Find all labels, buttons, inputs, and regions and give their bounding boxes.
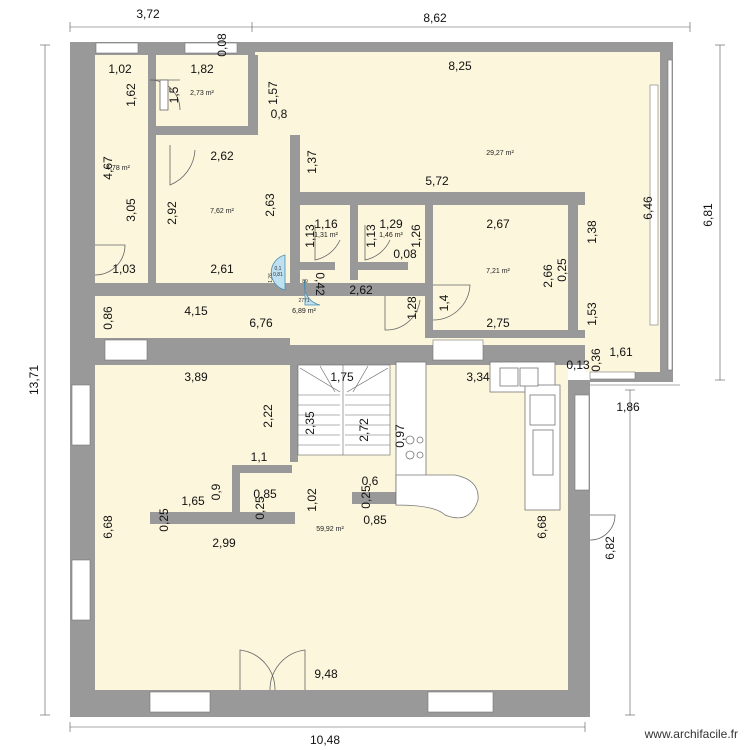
dim-label: 4,67 — [101, 156, 115, 180]
dim-label: 0,25 — [555, 258, 569, 282]
dim-label: 6,68 — [535, 515, 549, 539]
dim-label: 0,25 — [359, 485, 373, 509]
dim-label: 1,65 — [181, 494, 205, 508]
dim-label: 2,75 — [486, 316, 510, 330]
dim-label: 2,92 — [165, 201, 179, 225]
dim-label: 1,02 — [108, 62, 132, 76]
dim-label: 1,82 — [190, 62, 214, 76]
dim-label: 1,16 — [314, 217, 338, 231]
dim-label: 2,22 — [261, 404, 275, 428]
area-big-room: 29,27 m² — [486, 150, 514, 157]
dim-label: 1,4 — [437, 294, 451, 311]
dim-label: 1,57 — [266, 81, 280, 105]
dim-label: 1,61 — [609, 345, 633, 359]
dim-right-upper: 6,81 — [701, 203, 715, 227]
dim-label: 0,25 — [157, 508, 171, 532]
dimension-lines — [40, 22, 725, 732]
area-small-top-left: 2,73 m² — [190, 90, 214, 97]
dim-top-right: 8,62 — [423, 11, 447, 25]
dim-label: 6,46 — [641, 196, 655, 220]
dim-label: 1,1 — [251, 450, 268, 464]
dim-right-mid: 1,86 — [616, 400, 640, 414]
dim-label: 0,97 — [393, 424, 407, 448]
area-bedroom-small: 7,62 m² — [210, 208, 234, 215]
dim-label: 6,76 — [249, 316, 273, 330]
dim-label: 3,34 — [466, 370, 490, 384]
dim-label: 1,38 — [585, 220, 599, 244]
dim-label: 1,13 — [364, 224, 378, 248]
dim-label: 1,37 — [305, 150, 319, 174]
dim-label: 0,13 — [566, 358, 590, 372]
dim-label: 1,75 — [330, 370, 354, 384]
dim-label: 2,62 — [210, 149, 234, 163]
dim-label: 0,86 — [101, 306, 115, 330]
dim-label: 1,26 — [268, 273, 274, 283]
dim-label: 2,62 — [349, 283, 373, 297]
dim-label: 0,6 — [362, 474, 379, 488]
dim-label: 1,62 — [124, 83, 138, 107]
dim-label: 0,85 — [253, 487, 277, 501]
dim-label: 5,72 — [425, 174, 449, 188]
area-bedroom-right: 7,21 m² — [486, 268, 510, 275]
dim-label: 4,15 — [184, 304, 208, 318]
dim-right-lower: 6,82 — [603, 536, 617, 560]
tiny-label-c: 2771 — [298, 298, 309, 304]
dim-label: 2,72 — [357, 418, 371, 442]
area-hall: 6,89 m² — [292, 308, 316, 315]
dim-label: 0,25 — [253, 496, 267, 520]
dim-label: 0,42 — [313, 272, 327, 296]
dim-label: 2,67 — [486, 217, 510, 231]
dim-label: 6,68 — [101, 515, 115, 539]
dim-label: 1,03 — [112, 262, 136, 276]
dim-label: 1,13 — [303, 224, 317, 248]
dim-label: 1,53 — [585, 302, 599, 326]
dim-label: 3,89 — [184, 370, 208, 384]
area-wc-1: 1,31 m² — [314, 232, 338, 239]
staircase — [297, 364, 391, 456]
dim-bottom: 10,48 — [310, 733, 340, 747]
dim-label: 1,02 — [305, 488, 319, 512]
dim-label: 0,85 — [363, 513, 387, 527]
dim-label: 2,63 — [263, 193, 277, 217]
dim-label: 1,29 — [379, 217, 403, 231]
area-living: 59,92 m² — [316, 526, 344, 533]
dim-label: 0,08 — [215, 33, 229, 57]
area-wc-2: 1,46 m² — [379, 232, 403, 239]
outer-dimensions: 3,72 8,62 13,71 6,81 6,82 10,48 1,86 — [27, 7, 715, 747]
dim-label: 0,8 — [271, 107, 288, 121]
dim-label: 0,9 — [209, 483, 223, 500]
doors — [94, 79, 616, 691]
dim-top-left: 3,72 — [136, 7, 160, 21]
room-areas: 2,73 m² 4,78 m² 7,62 m² 29,27 m² 1,31 m²… — [106, 90, 514, 533]
kitchen-counters — [395, 361, 561, 519]
dim-label: 0,36 — [589, 348, 603, 372]
dim-label: 0,81 — [273, 272, 283, 278]
dim-label: 2,61 — [210, 262, 234, 276]
dim-label: 0,08 — [393, 247, 417, 261]
dim-left-total: 13,71 — [27, 365, 41, 395]
dim-label: 9,48 — [314, 667, 338, 681]
dim-label: 8,25 — [448, 59, 472, 73]
dim-label: 2,66 — [541, 264, 555, 288]
tiny-label-b: 89 — [302, 279, 308, 285]
watermark: www.archifacile.fr — [644, 727, 738, 741]
dim-label: 2,99 — [212, 536, 236, 550]
hall-door-circles — [270, 254, 321, 306]
dim-label: 2,35 — [303, 411, 317, 435]
dim-label: 1,5 — [167, 86, 181, 103]
area-left-corridor: 4,78 m² — [106, 165, 130, 172]
dim-label: 1,28 — [405, 296, 419, 320]
dim-label: 1,26 — [409, 224, 423, 248]
tiny-label-a: 0,1 — [275, 266, 282, 272]
windows — [71, 42, 673, 713]
dim-label: 3,05 — [124, 198, 138, 222]
interior-dimensions: 1,02 1,82 0,08 8,25 1,62 1,5 1,57 0,8 4,… — [101, 33, 655, 681]
